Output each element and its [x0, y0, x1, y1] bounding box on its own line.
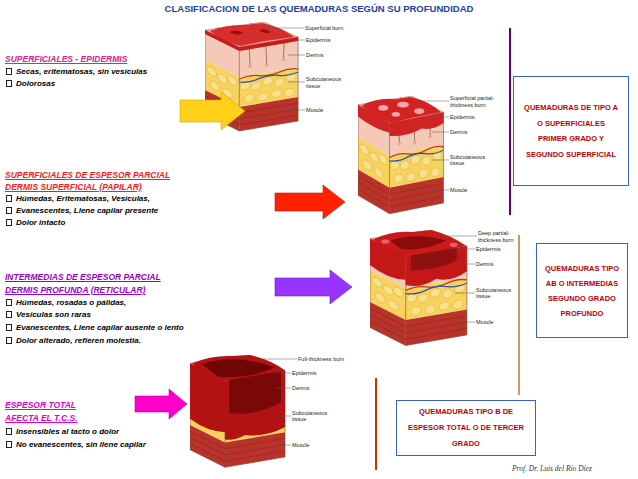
bullet-item: Vesículas son raras [5, 309, 275, 322]
bullet-item: Dolorosas [5, 78, 180, 91]
classification-box: QUEMADURAS TIPO B DE ESPESOR TOTAL O DE … [396, 400, 536, 456]
bullet-item: Secas, eritematosas, sin vesículas [5, 66, 180, 79]
bullet-item: Dolor intacto [5, 217, 275, 229]
bullet-item: No evanescentes, sin llene capilar [5, 438, 135, 451]
bullet-item: Evanescentes, Llene capilar presente [5, 205, 275, 217]
author-credit: Prof. Dr. Luis del Río Díez [512, 464, 592, 473]
illustration-title: Full-thickness burn [298, 356, 358, 363]
classification-box: QUEMADURAS TIPO AB O INTERMEDIAS SEGUNDO… [536, 243, 628, 338]
section-heading: ESPESOR TOTAL [5, 399, 135, 412]
bullet-item: Dolor alterado, refieren molestia. [5, 335, 275, 348]
layer-label: Epidermis [450, 114, 495, 121]
section-heading: DERMIS PROFUNDA (RETICULAR) [5, 284, 275, 297]
layer-label: Epidermis [292, 370, 337, 377]
layer-label: Subcutaneous tissue [292, 410, 332, 423]
layer-label: Muscle [450, 187, 495, 194]
illustration-title: Superficial partial-thickness burn [450, 95, 508, 108]
description-text-group: ESPESOR TOTALAFECTA EL T.C.S.Insensibles… [5, 399, 135, 451]
layer-label: Subcutaneous tissue [476, 287, 516, 300]
layer-label: Subcutaneous tissue [306, 76, 346, 89]
burn-illustration: Superficial burnEpidermisDermisSubcutane… [245, 22, 355, 140]
bullet-item: Insensibles al tacto o dolor [5, 425, 135, 438]
bullet-item: Evanescentes, Llene capilar ausente o le… [5, 322, 275, 335]
burn-illustration: Full-thickness burnEpidermisDermisSubcut… [187, 354, 357, 470]
layer-label: Epidermis [476, 246, 521, 253]
block-arrow [180, 92, 245, 130]
burn-illustration: Superficial partial-thickness burnEpider… [345, 95, 510, 220]
diagram-title: CLASIFICACION DE LAS QUEMADURAS SEGÚN SU… [0, 3, 638, 14]
section-heading: DERMIS SUPERFICIAL (PAPILAR) [5, 181, 275, 193]
description-text-group: SUPERFICIALES - EPIDERMISSecas, eritemat… [5, 53, 180, 133]
bullet-item: Húmedas, Eritematosas, Vesículas, [5, 193, 275, 205]
layer-label: Muscle [306, 107, 351, 114]
classification-text: QUEMADURAS TIPO AB O INTERMEDIAS SEGUNDO… [543, 261, 621, 321]
classification-text: QUEMADURAS DE TIPO A O SUPERFICIALES PRI… [522, 100, 620, 162]
description-text-group: INTERMEDIAS DE ESPESOR PARCIALDERMIS PRO… [5, 271, 275, 349]
layer-label: Dermis [306, 52, 351, 59]
section-heading: SUPERFICIALES - EPIDERMIS [5, 53, 180, 66]
layer-label: Subcutaneous tissue [450, 154, 490, 167]
section-heading: SUPERFICIALES DE ESPESOR PARCIAL [5, 169, 275, 181]
section-heading: AFECTA EL T.C.S. [5, 412, 135, 425]
layer-label: Muscle [292, 442, 337, 449]
bullet-item: Húmedas, rosadas o pálidas, [5, 297, 275, 310]
block-arrow [275, 270, 352, 304]
classification-text: QUEMADURAS TIPO B DE ESPESOR TOTAL O DE … [407, 404, 525, 452]
layer-label: Epidermis [306, 37, 351, 44]
layer-label: Muscle [476, 319, 521, 326]
classification-box: QUEMADURAS DE TIPO A O SUPERFICIALES PRI… [513, 76, 629, 186]
layer-label: Dermis [476, 261, 521, 268]
illustration-title: Deep partial-thickness burn [478, 230, 523, 243]
section-heading: INTERMEDIAS DE ESPESOR PARCIAL [5, 271, 275, 284]
block-arrow [275, 185, 345, 219]
block-arrow [135, 389, 187, 419]
description-text-group: SUPERFICIALES DE ESPESOR PARCIALDERMIS S… [5, 169, 275, 229]
illustration-title: Superficial burn [305, 25, 353, 32]
layer-label: Dermis [450, 129, 495, 136]
layer-label: Dermis [292, 385, 337, 392]
burn-illustration: Deep partial-thickness burnEpidermisDerm… [352, 228, 522, 353]
